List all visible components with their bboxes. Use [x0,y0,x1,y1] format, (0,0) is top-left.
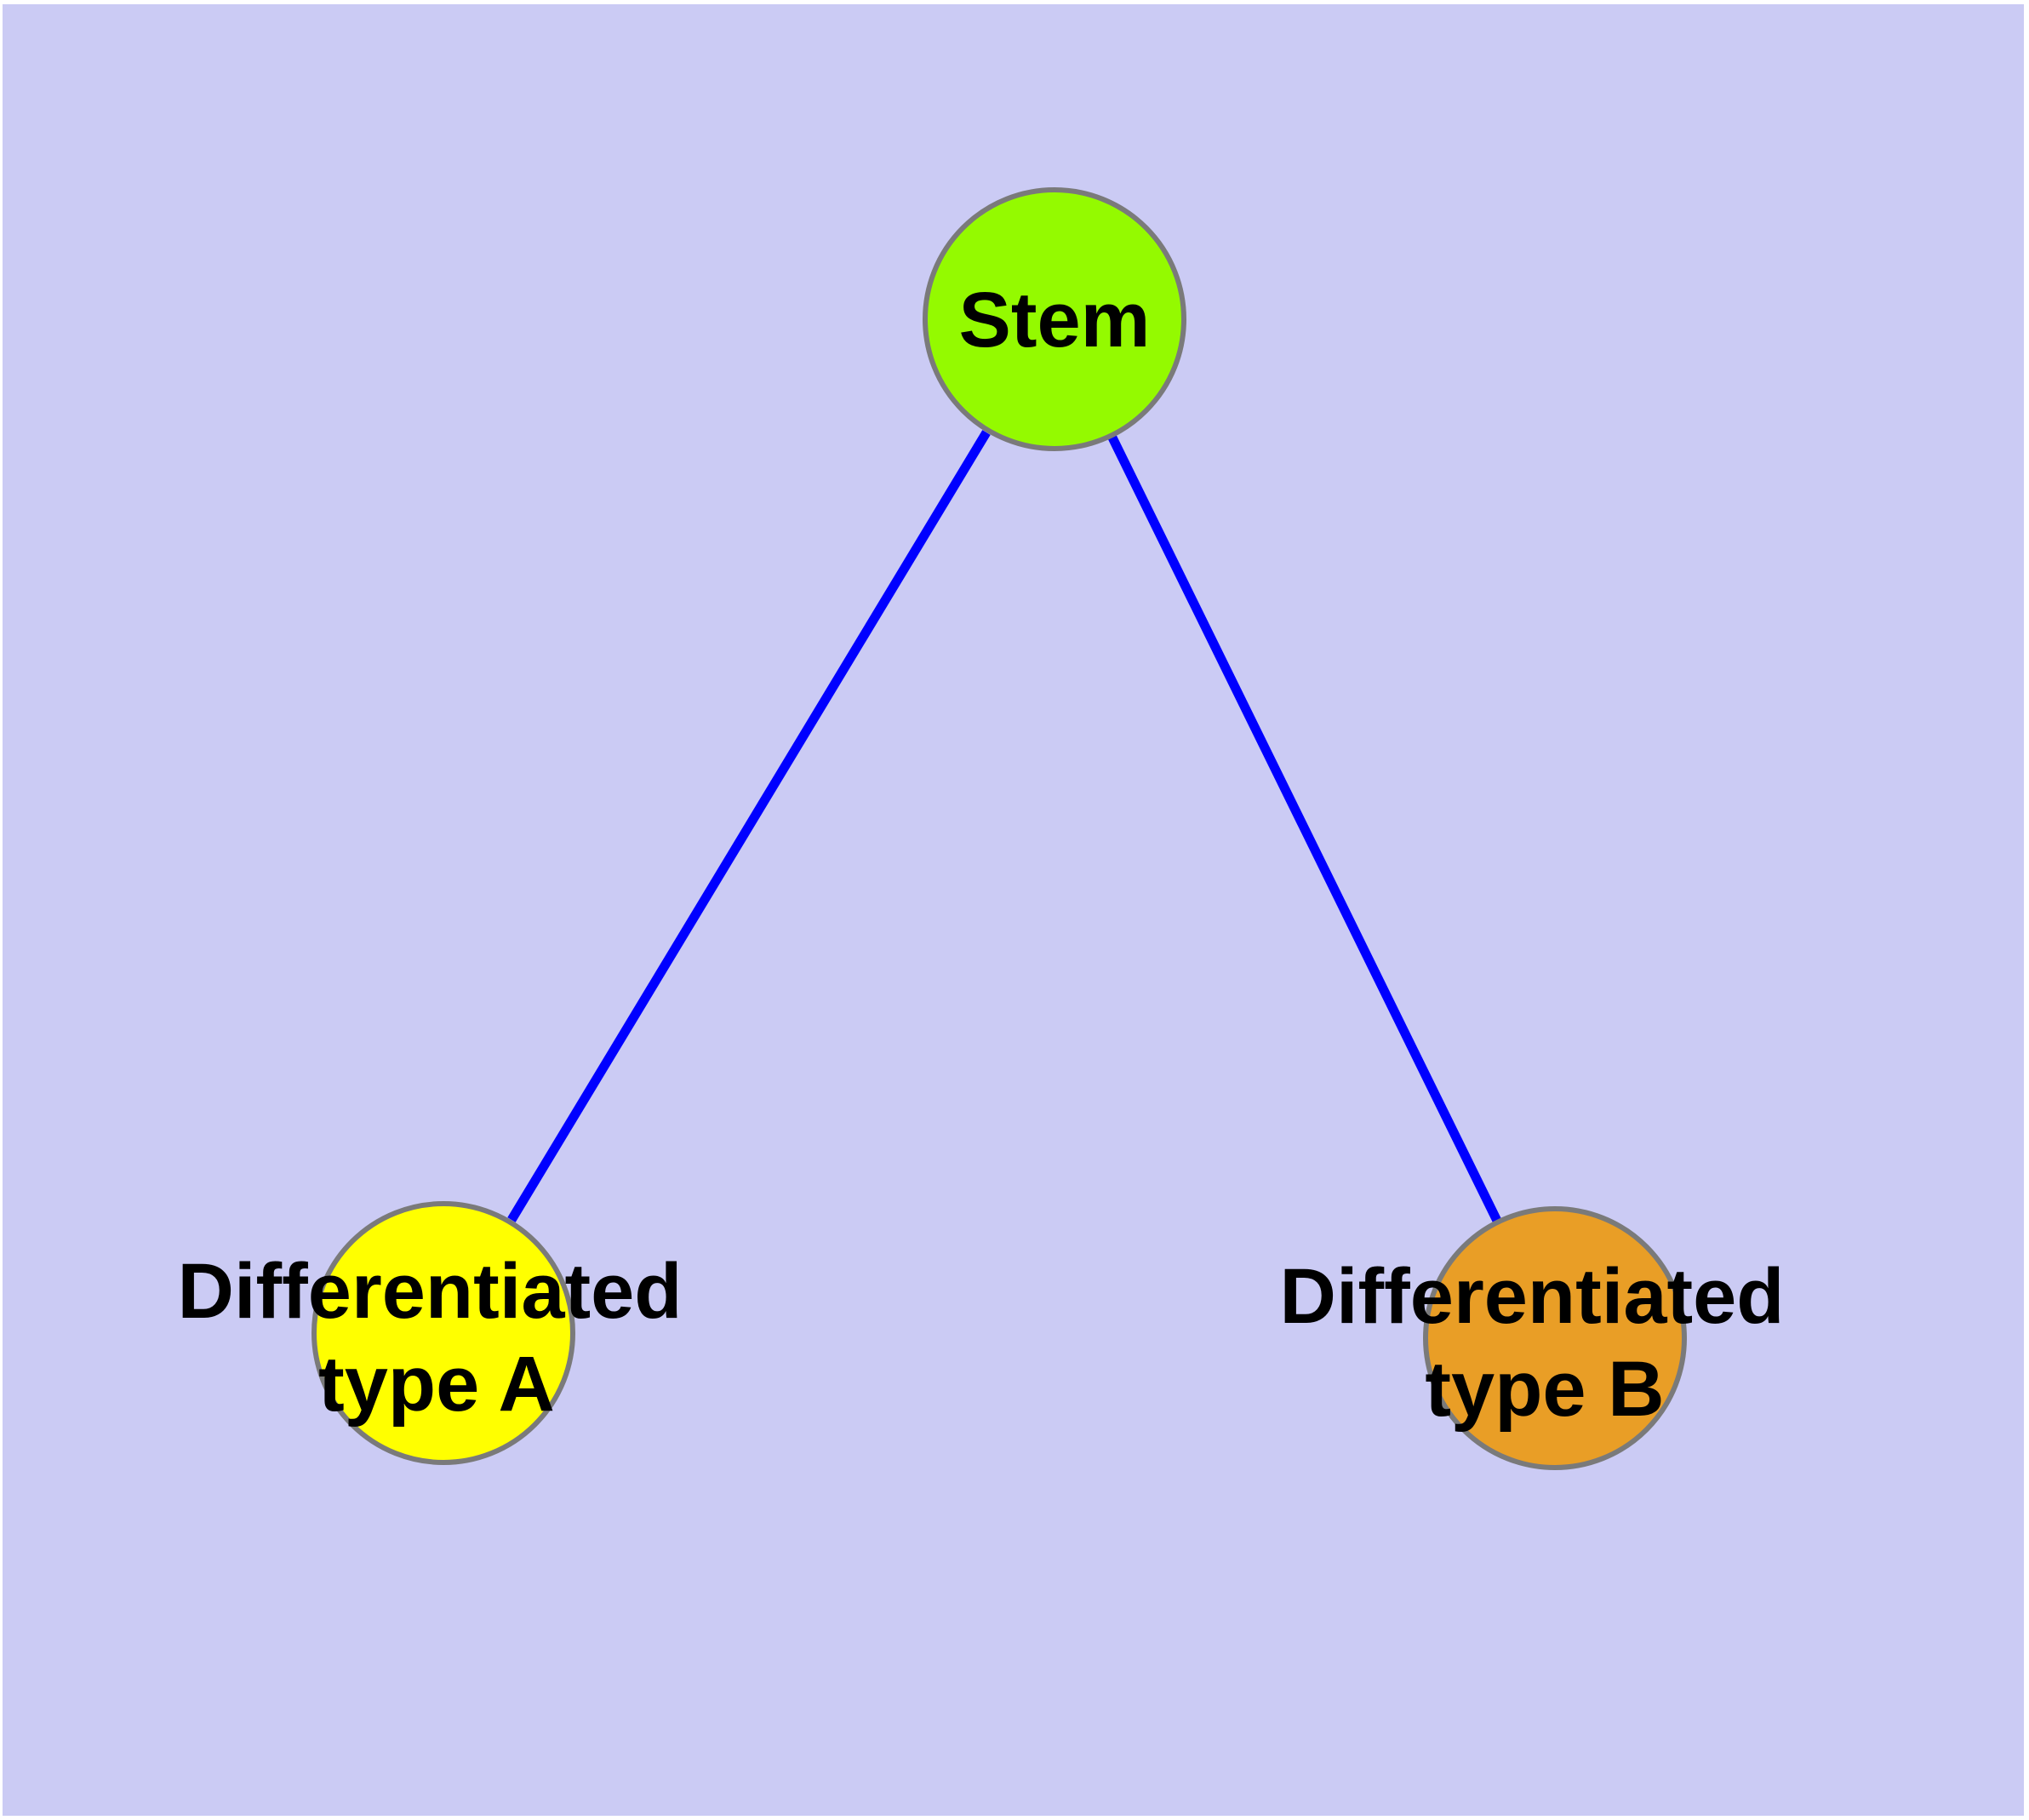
differentiated-type-b-label-line1: Differentiated [1280,1253,1785,1340]
differentiated-type-a-label-line1: Differentiated [178,1248,683,1335]
stem-node [923,187,1186,451]
differentiated-type-a-label-line2: type A [318,1341,555,1428]
differentiated-type-a-node [311,1201,575,1465]
edge-stem-to-type-b [1108,435,1501,1223]
edge-stem-to-type-a [507,430,991,1222]
differentiated-type-b-label-line2: type B [1425,1346,1664,1433]
stem-node-label: Stem [959,277,1151,363]
differentiated-type-b-node [1423,1206,1687,1470]
